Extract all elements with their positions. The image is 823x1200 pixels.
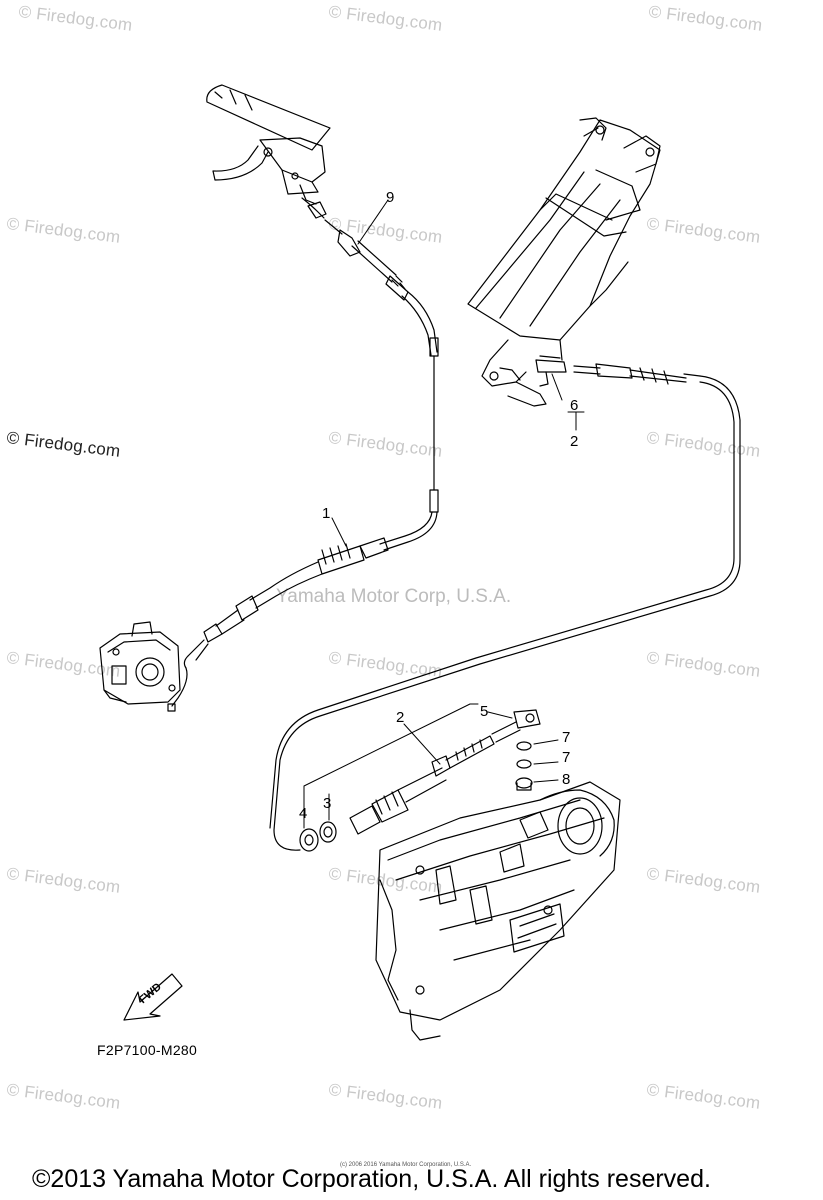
callout-6: 6 bbox=[570, 397, 579, 414]
callout-2-lower: 2 bbox=[396, 709, 405, 726]
diagram-code: F2P7100-M280 bbox=[97, 1042, 198, 1058]
footer-copyright: ©2013 Yamaha Motor Corporation, U.S.A. A… bbox=[32, 1165, 711, 1193]
handlebar-grip-drawing bbox=[206, 84, 331, 205]
callout-2-upper: 2 bbox=[570, 433, 579, 450]
steering-cable-route-drawing bbox=[269, 375, 741, 851]
small-copyright: (c) 2006 2016 Yamaha Motor Corporation, … bbox=[340, 1162, 472, 1168]
leader-lines bbox=[303, 199, 585, 829]
center-watermark: Yamaha Motor Corp, U.S.A. bbox=[276, 586, 512, 607]
jet-nozzle-drawing bbox=[467, 117, 661, 407]
jet-pump-housing-drawing bbox=[375, 781, 621, 1041]
callout-9: 9 bbox=[386, 189, 395, 206]
callout-8: 8 bbox=[562, 771, 571, 788]
throttle-body-drawing bbox=[99, 621, 181, 705]
fwd-arrow-drawing bbox=[123, 973, 183, 1021]
pump-cable-end-drawing bbox=[299, 709, 541, 852]
callout-4: 4 bbox=[299, 805, 308, 822]
callout-7-upper: 7 bbox=[562, 729, 571, 746]
callout-1: 1 bbox=[322, 505, 331, 522]
cable-joint-drawing bbox=[535, 355, 701, 387]
callout-3: 3 bbox=[323, 795, 332, 812]
callout-7-lower: 7 bbox=[562, 749, 571, 766]
throttle-cable-drawing bbox=[167, 197, 439, 712]
callout-5: 5 bbox=[480, 703, 489, 720]
